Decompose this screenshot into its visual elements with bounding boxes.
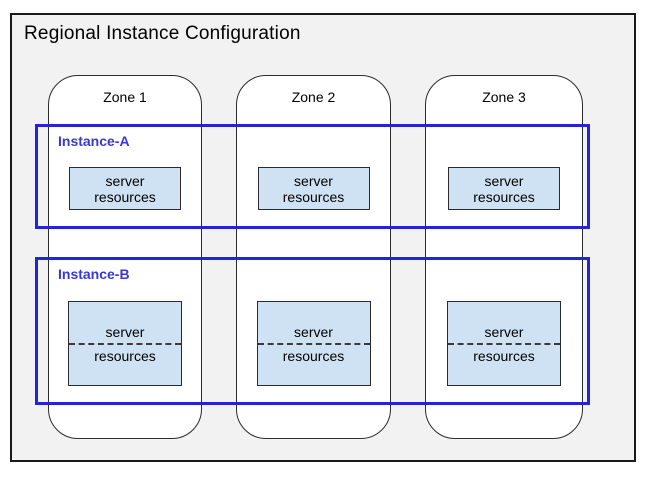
server-resources-label-line1: server	[105, 323, 145, 340]
zone-3: Zone 3 server resources server resources	[425, 75, 583, 439]
server-resources-label-line2: resources	[94, 347, 156, 364]
split-divider-dashed-line	[257, 342, 370, 345]
server-resources-label-line2: resources	[473, 188, 535, 205]
server-resources-label-line1: server	[105, 172, 145, 189]
server-resources-box-b2: server resources	[256, 301, 371, 386]
server-resources-label-line1: server	[294, 172, 333, 189]
split-divider-dashed-line	[448, 342, 560, 345]
server-resources-label-line1: server	[484, 172, 524, 189]
server-resources-label-line1: server	[294, 323, 333, 340]
zone-1: Zone 1 server resources server resources	[48, 75, 202, 439]
server-resources-label-line2: resources	[94, 188, 156, 205]
server-resources-label-line1: server	[484, 323, 524, 340]
zone-2: Zone 2 server resources server resources	[236, 75, 391, 439]
server-resources-label-line2: resources	[473, 347, 535, 364]
server-resources-box-a3: server resources	[448, 167, 560, 210]
server-resources-box-a1: server resources	[69, 167, 181, 210]
zone-3-label: Zone 3	[482, 89, 526, 105]
split-divider-dashed-line	[69, 342, 181, 345]
zone-1-label: Zone 1	[103, 89, 147, 105]
server-resources-box-a2: server resources	[257, 167, 370, 210]
server-resources-box-b1: server resources	[68, 301, 182, 386]
region-container: Regional Instance Configuration Zone 1 s…	[10, 13, 636, 462]
server-resources-box-b3: server resources	[447, 301, 561, 386]
zone-2-label: Zone 2	[291, 89, 336, 105]
server-resources-label-line2: resources	[282, 188, 345, 205]
server-resources-label-line2: resources	[282, 347, 345, 364]
region-title: Regional Instance Configuration	[24, 23, 301, 44]
